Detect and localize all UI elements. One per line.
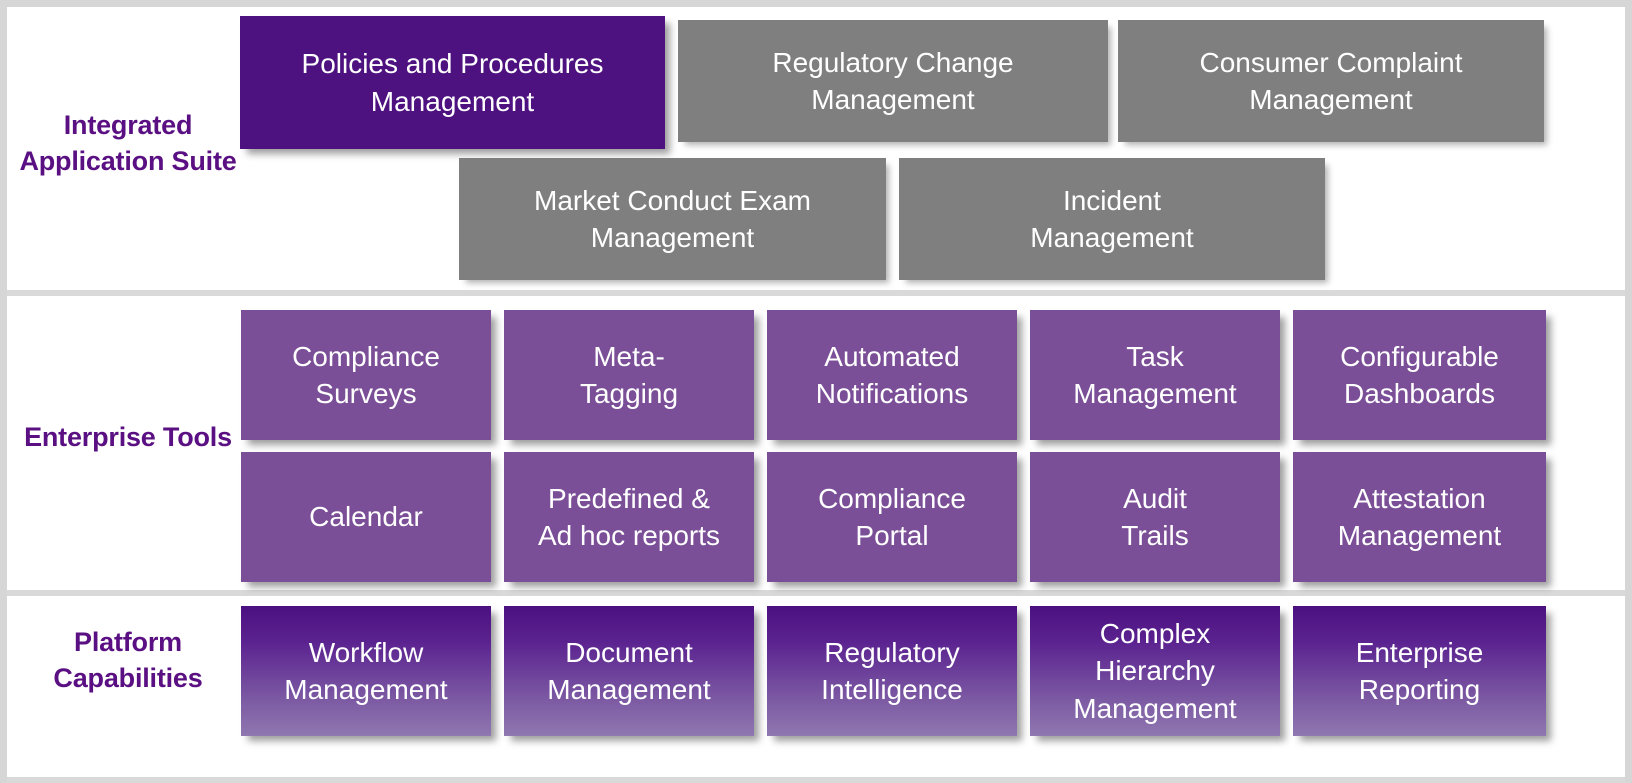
tile-consumer-complaint-management[interactable]: Consumer Complaint Management (1118, 20, 1544, 142)
band-label-integrated-application-suite: Integrated Application Suite (19, 110, 237, 176)
frame-right-border (1625, 0, 1632, 783)
tile-meta-tagging[interactable]: Meta- Tagging (504, 310, 754, 440)
tile-label: Task Management (1073, 340, 1237, 409)
tile-policies-and-procedures-management[interactable]: Policies and Procedures Management (240, 16, 665, 149)
tile-attestation-management[interactable]: Attestation Management (1293, 452, 1546, 582)
tile-label: Regulatory Intelligence (821, 636, 963, 705)
tile-task-management[interactable]: Task Management (1030, 310, 1280, 440)
tile-label: Calendar (309, 501, 423, 533)
tile-label: Market Conduct Exam Management (534, 184, 811, 253)
tile-label: Consumer Complaint Management (1199, 46, 1463, 115)
tile-label: Automated Notifications (815, 340, 969, 409)
tile-regulatory-intelligence[interactable]: Regulatory Intelligence (767, 606, 1017, 736)
tile-complex-hierarchy-management[interactable]: Complex Hierarchy Management (1030, 606, 1280, 736)
tile-automated-notifications[interactable]: Automated Notifications (767, 310, 1017, 440)
tile-label: Configurable Dashboards (1340, 340, 1499, 409)
tile-label: Regulatory Change Management (772, 46, 1014, 115)
tile-enterprise-reporting[interactable]: Enterprise Reporting (1293, 606, 1546, 736)
tile-label: Incident Management (1030, 184, 1194, 253)
tile-label: Complex Hierarchy Management (1073, 618, 1237, 724)
tile-label: Compliance Portal (818, 482, 966, 551)
frame-top-border (0, 0, 1632, 7)
tile-label: Attestation Management (1337, 482, 1502, 551)
tile-label: Compliance Surveys (292, 340, 440, 409)
tile-market-conduct-exam-management[interactable]: Market Conduct Exam Management (459, 158, 886, 280)
tile-compliance-portal[interactable]: Compliance Portal (767, 452, 1017, 582)
tile-incident-management[interactable]: Incident Management (899, 158, 1325, 280)
band-separator-1 (7, 290, 1625, 296)
tile-document-management[interactable]: Document Management (504, 606, 754, 736)
tile-label: Audit Trails (1121, 482, 1189, 551)
tile-compliance-surveys[interactable]: Compliance Surveys (241, 310, 491, 440)
tile-label: Workflow Management (284, 636, 448, 705)
tile-label: Enterprise Reporting (1355, 636, 1484, 705)
band-label-enterprise-tools: Enterprise Tools (24, 422, 232, 452)
tile-label: Meta- Tagging (579, 340, 679, 409)
tile-label: Policies and Procedures Management (301, 48, 604, 117)
tile-regulatory-change-management[interactable]: Regulatory Change Management (678, 20, 1108, 142)
band-label-platform-capabilities: Platform Capabilities (53, 627, 203, 693)
band-separator-3 (7, 777, 1625, 783)
tile-audit-trails[interactable]: Audit Trails (1030, 452, 1280, 582)
tile-label: Predefined & Ad hoc reports (537, 482, 721, 551)
tile-calendar[interactable]: Calendar (241, 452, 491, 582)
tile-configurable-dashboards[interactable]: Configurable Dashboards (1293, 310, 1546, 440)
tile-label: Document Management (547, 636, 711, 705)
tile-predefined-and-ad-hoc-reports[interactable]: Predefined & Ad hoc reports (504, 452, 754, 582)
band-separator-2 (7, 590, 1625, 596)
frame-left-border (0, 0, 7, 783)
tile-workflow-management[interactable]: Workflow Management (241, 606, 491, 736)
